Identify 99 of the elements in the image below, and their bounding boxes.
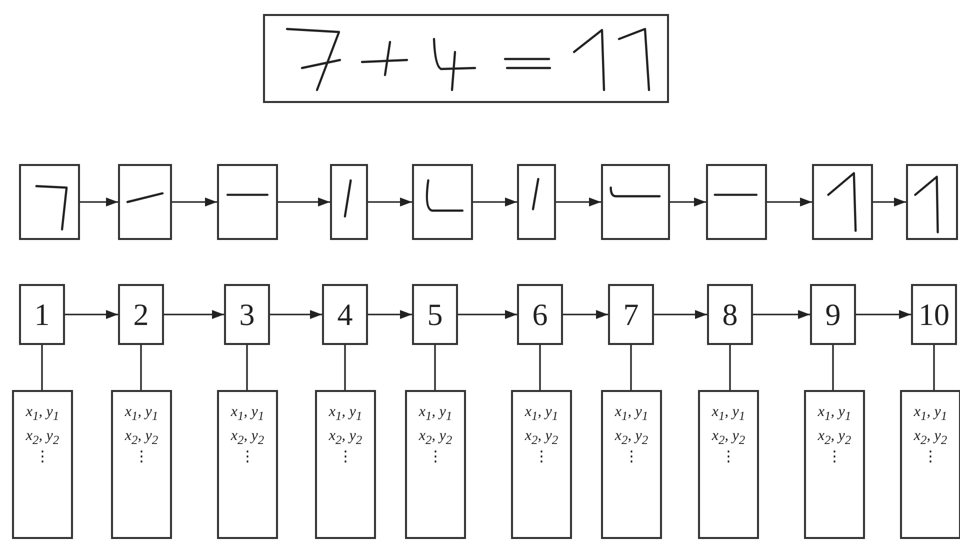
connector-line (140, 345, 142, 390)
stroke-segment-box (330, 164, 368, 240)
stroke-segment-box (217, 164, 278, 240)
ellipsis: ⋮ (533, 450, 550, 464)
ellipsis: ⋮ (826, 450, 843, 464)
state-number: 9 (825, 296, 841, 332)
arrow (473, 198, 517, 206)
state-number: 2 (133, 296, 149, 332)
arrow (563, 310, 608, 319)
stroke-segment-box (118, 164, 172, 240)
state-box (412, 284, 458, 345)
ellipsis: ⋮ (239, 450, 256, 464)
state-box (608, 284, 654, 345)
stroke-segment-box (906, 164, 958, 240)
coordinate-pair: x$_{2}$, y$_{2}$ (328, 427, 364, 449)
coordinate-pair: x$_{2}$, y$_{2}$ (614, 427, 650, 449)
arrow (670, 198, 706, 206)
point-list-box (111, 390, 172, 539)
state-box (224, 284, 270, 345)
coordinate-pair: x$_{1}$, y$_{1}$ (710, 403, 746, 425)
coordinate-pair: x$_{1}$, y$_{1}$ (418, 403, 454, 425)
state-number: 1 (34, 296, 50, 332)
coordinate-pair: x$_{1}$, y$_{1}$ (816, 403, 852, 425)
ellipsis: ⋮ (720, 450, 737, 464)
coordinate-pair: x$_{2}$, y$_{2}$ (524, 427, 560, 449)
arrow (654, 310, 707, 319)
state-box (517, 284, 563, 345)
handwriting-box (263, 14, 669, 103)
ellipsis: ⋮ (427, 450, 444, 464)
arrow (164, 310, 224, 319)
coordinate-pair: x$_{1}$, y$_{1}$ (24, 403, 60, 425)
arrow (368, 310, 412, 319)
arrow (80, 198, 118, 206)
coordinate-pair: x$_{1}$, y$_{1}$ (912, 403, 948, 425)
state-number: 10 (918, 296, 950, 332)
coordinate-pair: x$_{2}$, y$_{2}$ (912, 427, 948, 449)
coordinate-pair: x$_{2}$, y$_{2}$ (230, 427, 266, 449)
state-box (118, 284, 164, 345)
coordinate-pair: x$_{1}$, y$_{1}$ (614, 403, 650, 425)
point-list-box (511, 390, 572, 539)
point-list-box (217, 390, 278, 539)
connector-line (246, 345, 248, 390)
point-list-box (12, 390, 73, 539)
state-box (19, 284, 65, 345)
point-list-box (405, 390, 466, 539)
connector-line (41, 345, 43, 390)
stroke-segment-box (812, 164, 873, 240)
arrow (458, 310, 517, 319)
state-number: 5 (427, 296, 443, 332)
coordinate-pair: x$_{1}$, y$_{1}$ (124, 403, 160, 425)
connector-line (729, 345, 731, 390)
state-box (810, 284, 856, 345)
arrow (753, 310, 810, 319)
coordinate-pair: x$_{1}$, y$_{1}$ (328, 403, 364, 425)
state-box (911, 284, 957, 345)
arrow (767, 198, 812, 206)
arrow (270, 310, 322, 319)
point-list-box (698, 390, 759, 539)
ellipsis: ⋮ (623, 450, 640, 464)
connector-line (434, 345, 436, 390)
coordinate-pair: x$_{2}$, y$_{2}$ (710, 427, 746, 449)
coordinate-pair: x$_{2}$, y$_{2}$ (816, 427, 852, 449)
coordinate-pair: x$_{2}$, y$_{2}$ (418, 427, 454, 449)
state-box (707, 284, 753, 345)
state-number: 6 (532, 296, 548, 332)
state-number: 4 (337, 296, 353, 332)
arrow (172, 198, 217, 206)
connector-line (344, 345, 346, 390)
point-list-box (601, 390, 662, 539)
coordinate-pair: x$_{2}$, y$_{2}$ (124, 427, 160, 449)
stroke-segment-box (706, 164, 767, 240)
connector-line (630, 345, 632, 390)
arrow (278, 198, 330, 206)
connector-line (539, 345, 541, 390)
ellipsis: ⋮ (34, 450, 51, 464)
state-box (322, 284, 368, 345)
point-list-box (900, 390, 960, 539)
arrow (856, 310, 911, 319)
coordinate-pair: x$_{1}$, y$_{1}$ (524, 403, 560, 425)
state-number: 8 (722, 296, 738, 332)
stroke-segment-box (601, 164, 670, 240)
arrow (368, 198, 412, 206)
state-number: 7 (623, 296, 639, 332)
coordinate-pair: x$_{1}$, y$_{1}$ (230, 403, 266, 425)
coordinate-pair: x$_{2}$, y$_{2}$ (24, 427, 60, 449)
ellipsis: ⋮ (922, 450, 939, 464)
arrow (873, 198, 906, 206)
arrow (65, 310, 118, 319)
point-list-box (804, 390, 865, 539)
stroke-segment-box (19, 164, 80, 240)
arrow (556, 198, 601, 206)
point-list-box (315, 390, 376, 539)
stroke-segment-box (412, 164, 473, 240)
connector-line (832, 345, 834, 390)
stroke-segment-box (517, 164, 556, 240)
state-number: 3 (239, 296, 255, 332)
connector-line (933, 345, 935, 390)
ellipsis: ⋮ (337, 450, 354, 464)
ellipsis: ⋮ (133, 450, 150, 464)
